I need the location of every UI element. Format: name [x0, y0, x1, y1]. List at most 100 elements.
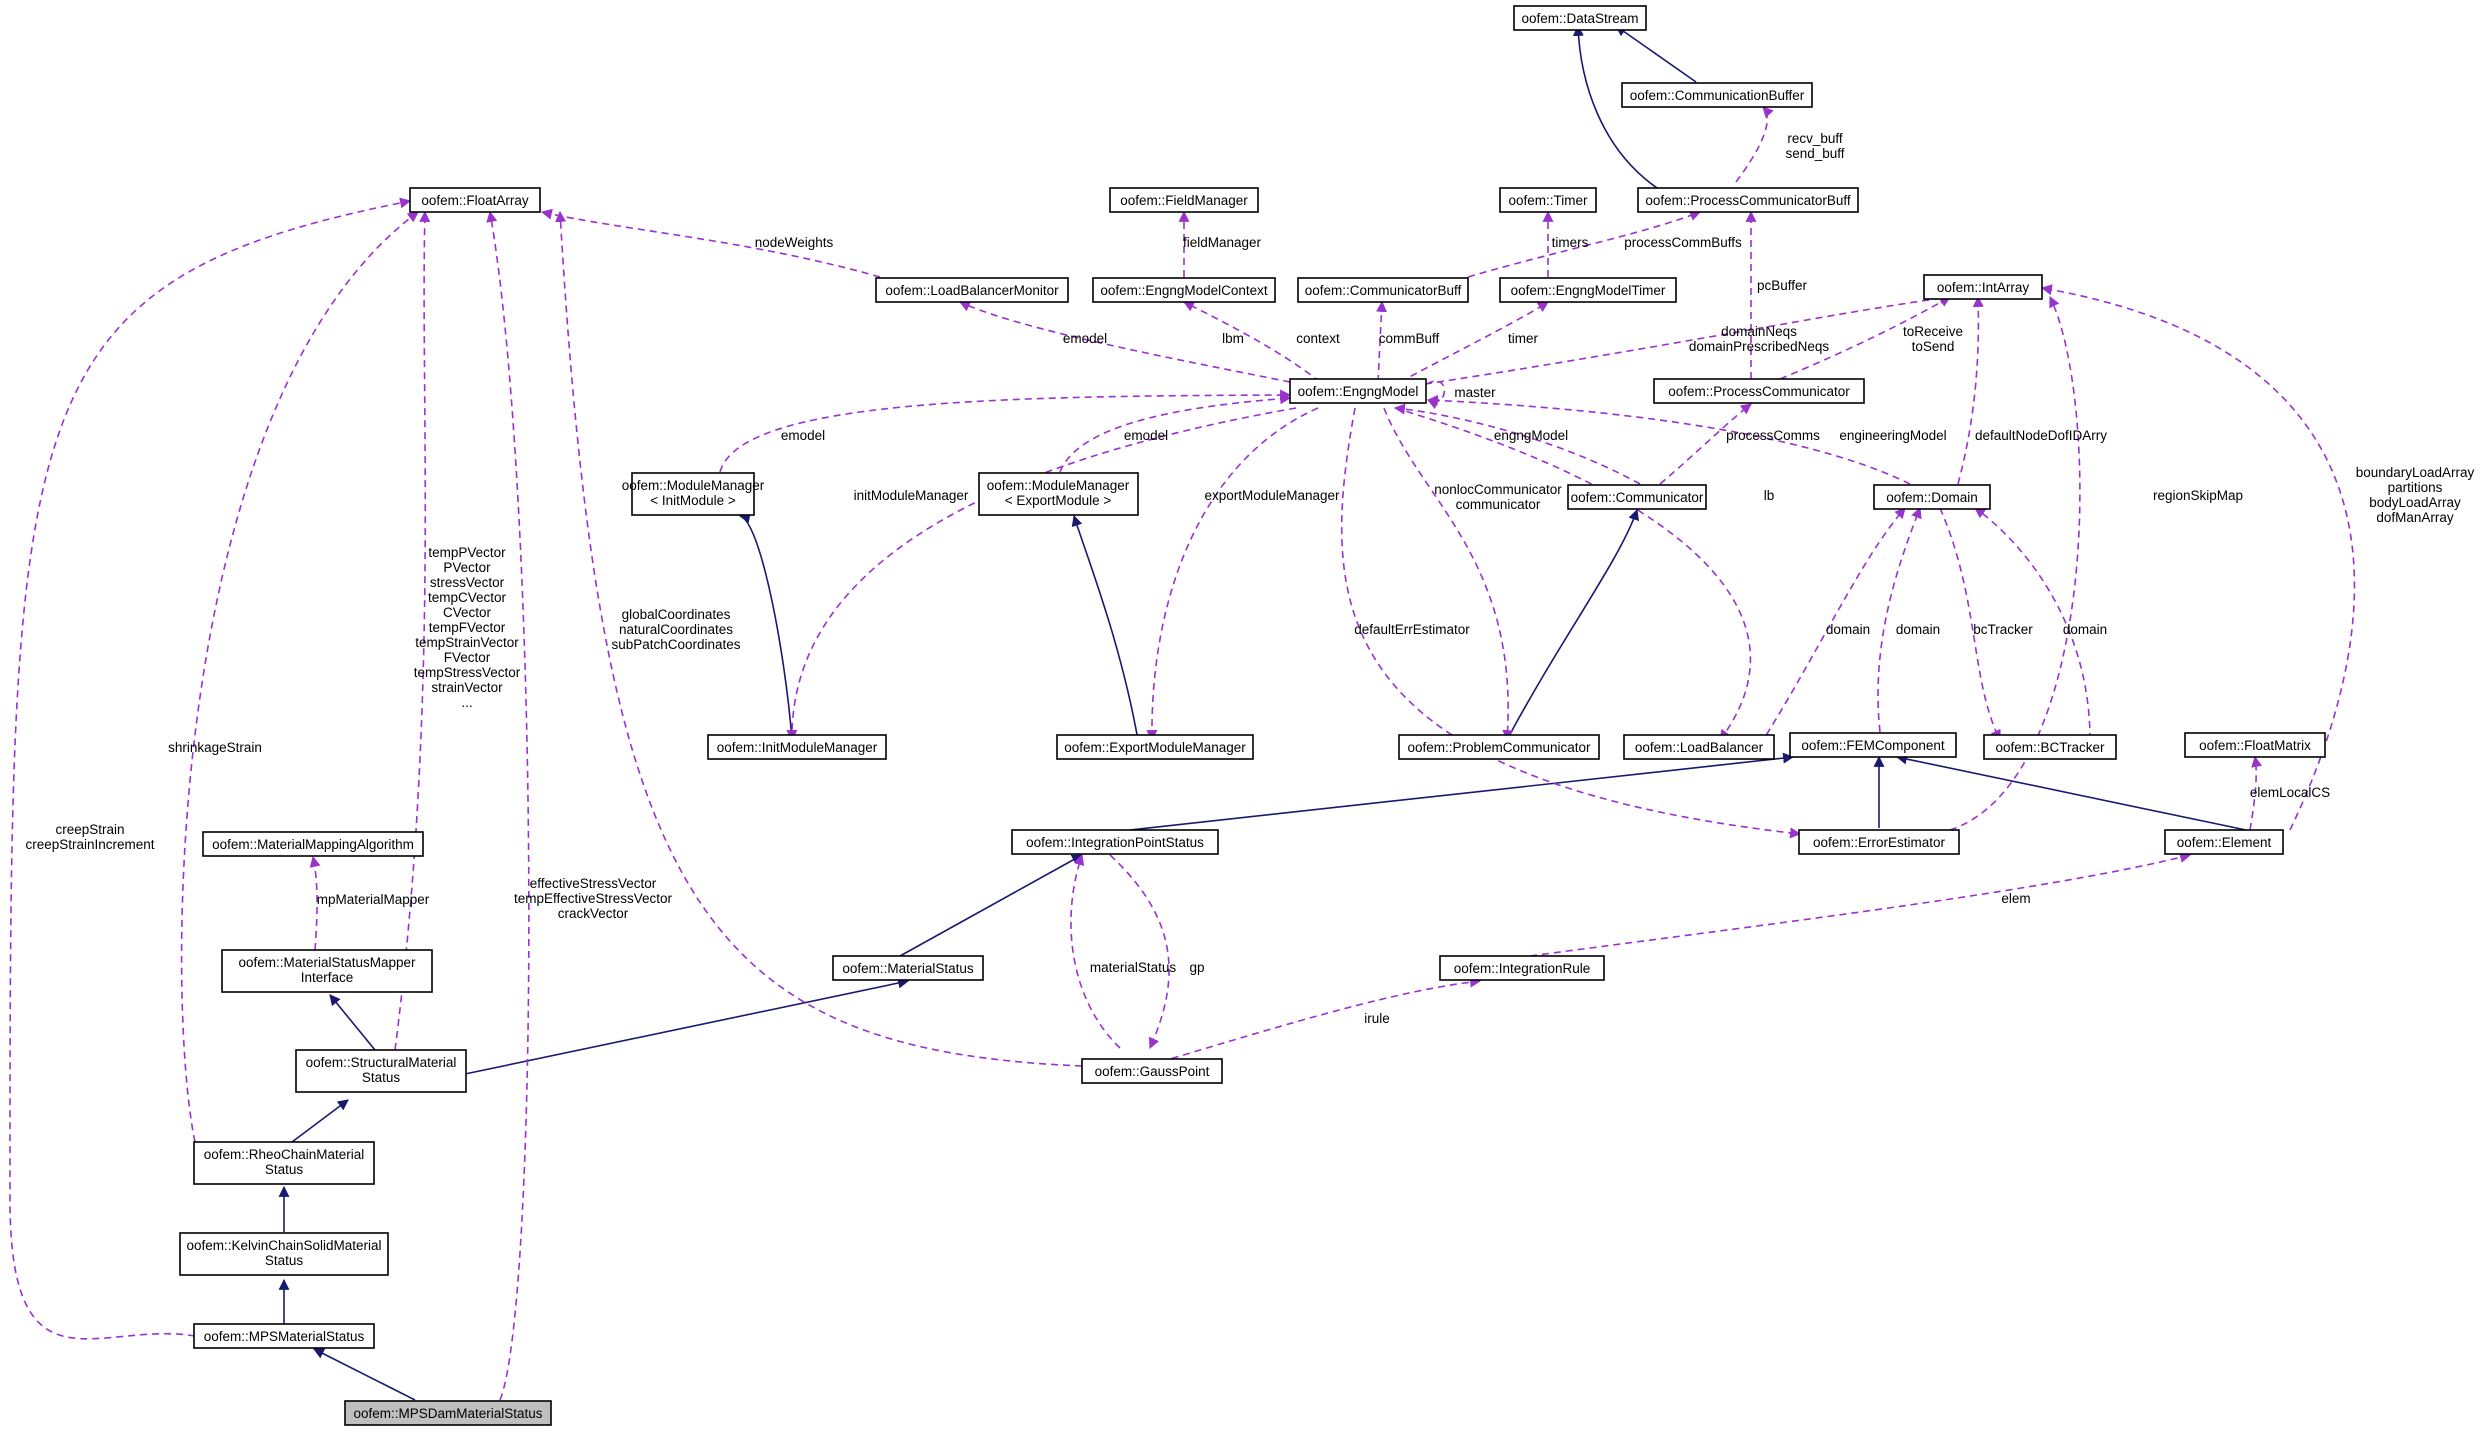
node-label: oofem::ProcessCommunicatorBuff	[1645, 193, 1851, 208]
node-bc-tracker[interactable]: oofem::BCTracker	[1983, 734, 2117, 760]
edge-mminit-engngmodel	[719, 389, 1292, 473]
edge-pcommbuff-datastream	[1572, 24, 1661, 191]
text-line: oofem::Communicator	[1571, 490, 1704, 505]
node-label: oofem::ProblemCommunicator	[1407, 740, 1591, 755]
node-load-balancer[interactable]: oofem::LoadBalancer	[1623, 734, 1775, 760]
node-communicator[interactable]: oofem::Communicator	[1567, 484, 1707, 510]
node-module-manager-init[interactable]: oofem::ModuleManager< InitModule >	[622, 472, 765, 516]
edge-problemcomm-communicator	[1506, 508, 1640, 741]
node-label: oofem::EngngModelTimer	[1511, 283, 1666, 298]
edge-lbmonitor-floatarray	[540, 208, 881, 278]
node-int-array[interactable]: oofem::IntArray	[1923, 274, 2043, 300]
node-process-communicator-buff[interactable]: oofem::ProcessCommunicatorBuff	[1637, 187, 1859, 213]
node-engng-model[interactable]: oofem::EngngModel	[1289, 378, 1427, 404]
text-line: nodeWeights	[755, 235, 834, 250]
text-line: initModuleManager	[854, 488, 969, 503]
node-label: oofem::ProcessCommunicator	[1668, 384, 1850, 399]
node-load-balancer-monitor[interactable]: oofem::LoadBalancerMonitor	[875, 277, 1069, 303]
edge-matstatus-ipstatus	[899, 854, 1083, 957]
node-float-matrix[interactable]: oofem::FloatMatrix	[2184, 732, 2326, 758]
label-context: context	[1296, 331, 1340, 346]
node-mps-dam-material-status[interactable]: oofem::MPSDamMaterialStatus	[344, 1400, 552, 1426]
node-material-mapping-algorithm[interactable]: oofem::MaterialMappingAlgorithm	[202, 831, 424, 857]
node-domain[interactable]: oofem::Domain	[1873, 484, 1991, 510]
node-integration-point-status[interactable]: oofem::IntegrationPointStatus	[1011, 829, 1219, 855]
edge-bctracker-domain	[1974, 507, 2091, 741]
text-line: elemLocalCS	[2250, 785, 2330, 800]
edge-mpsdam-mps	[313, 1348, 416, 1401]
text-line: oofem::DataStream	[1521, 11, 1638, 26]
text-line: tempFVector	[429, 620, 506, 635]
edge-gausspoint-intrule	[1159, 976, 1482, 1063]
node-label: oofem::FloatArray	[421, 193, 529, 208]
edge-rheo-smstatus	[291, 1099, 349, 1143]
node-problem-communicator[interactable]: oofem::ProblemCommunicator	[1398, 734, 1600, 760]
edge-mpsdam-floatarray	[486, 210, 530, 1401]
text-line: tempCVector	[428, 590, 507, 605]
node-communicator-buff[interactable]: oofem::CommunicatorBuff	[1297, 277, 1469, 303]
text-line: oofem::ModuleManager	[987, 478, 1130, 493]
text-line: engineeringModel	[1839, 428, 1946, 443]
node-integration-rule[interactable]: oofem::IntegrationRule	[1439, 955, 1605, 981]
node-field-manager[interactable]: oofem::FieldManager	[1109, 187, 1259, 213]
edge-femcomponent-domain	[1877, 506, 1922, 733]
text-line: oofem::ExportModuleManager	[1064, 740, 1246, 755]
text-line: oofem::InitModuleManager	[717, 740, 878, 755]
node-material-status[interactable]: oofem::MaterialStatus	[832, 955, 984, 981]
node-export-module-manager[interactable]: oofem::ExportModuleManager	[1056, 734, 1254, 760]
text-line: lbm	[1222, 331, 1244, 346]
text-line: elem	[2001, 891, 2030, 906]
label-emodel-init: emodel	[781, 428, 825, 443]
text-line: shrinkageStrain	[168, 740, 262, 755]
node-element[interactable]: oofem::Element	[2164, 829, 2284, 855]
text-line: oofem::EngngModel	[1298, 384, 1419, 399]
text-line: exportModuleManager	[1204, 488, 1340, 503]
edge-smstatus-msmapper	[329, 994, 376, 1051]
text-line: oofem::RheoChainMaterial	[204, 1147, 365, 1162]
node-engng-model-timer[interactable]: oofem::EngngModelTimer	[1499, 277, 1677, 303]
node-error-estimator[interactable]: oofem::ErrorEstimator	[1798, 829, 1960, 855]
node-label: oofem::LoadBalancerMonitor	[885, 283, 1059, 298]
edge-ipstatus-femcomponent	[1129, 752, 1795, 831]
node-engng-model-context[interactable]: oofem::EngngModelContext	[1092, 277, 1276, 303]
text-line: oofem::MaterialMappingAlgorithm	[212, 837, 414, 852]
node-process-communicator[interactable]: oofem::ProcessCommunicator	[1653, 378, 1865, 404]
node-timer[interactable]: oofem::Timer	[1499, 187, 1597, 213]
node-label: oofem::ModuleManager< InitModule >	[622, 478, 765, 508]
node-communication-buffer[interactable]: oofem::CommunicationBuffer	[1621, 82, 1813, 108]
text-line: nonlocCommunicator	[1434, 482, 1562, 497]
edge-smstatus-floatarray	[394, 210, 431, 1051]
node-label: oofem::Element	[2177, 835, 2272, 850]
text-line: oofem::ProcessCommunicatorBuff	[1645, 193, 1851, 208]
text-line: oofem::StructuralMaterial	[306, 1055, 457, 1070]
node-float-array[interactable]: oofem::FloatArray	[409, 187, 541, 213]
text-line: oofem::CommunicatorBuff	[1305, 283, 1462, 298]
node-module-manager-export[interactable]: oofem::ModuleManager< ExportModule >	[978, 472, 1139, 516]
node-mps-material-status[interactable]: oofem::MPSMaterialStatus	[193, 1323, 375, 1349]
text-line: commBuff	[1379, 331, 1440, 346]
text-line: naturalCoordinates	[619, 622, 733, 637]
node-label: oofem::EngngModel	[1298, 384, 1419, 399]
text-line: oofem::FloatMatrix	[2199, 738, 2311, 753]
node-fem-component[interactable]: oofem::FEMComponent	[1789, 732, 1957, 758]
text-line: mpMaterialMapper	[317, 892, 430, 907]
text-line: oofem::ProblemCommunicator	[1407, 740, 1591, 755]
label-field-manager: fieldManager	[1183, 235, 1262, 250]
label-engineering-model: engineeringModel	[1839, 428, 1946, 443]
node-label: oofem::MaterialMappingAlgorithm	[212, 837, 414, 852]
edge-element-intarray	[2040, 284, 2356, 831]
node-init-module-manager[interactable]: oofem::InitModuleManager	[707, 734, 887, 760]
node-data-stream[interactable]: oofem::DataStream	[1513, 5, 1647, 31]
label-process-comms: processComms	[1726, 428, 1820, 443]
node-label: oofem::Timer	[1508, 193, 1588, 208]
edge-engngmodel-emtimer	[1399, 301, 1549, 383]
label-master: master	[1454, 385, 1496, 400]
node-gauss-point[interactable]: oofem::GaussPoint	[1081, 1058, 1223, 1084]
